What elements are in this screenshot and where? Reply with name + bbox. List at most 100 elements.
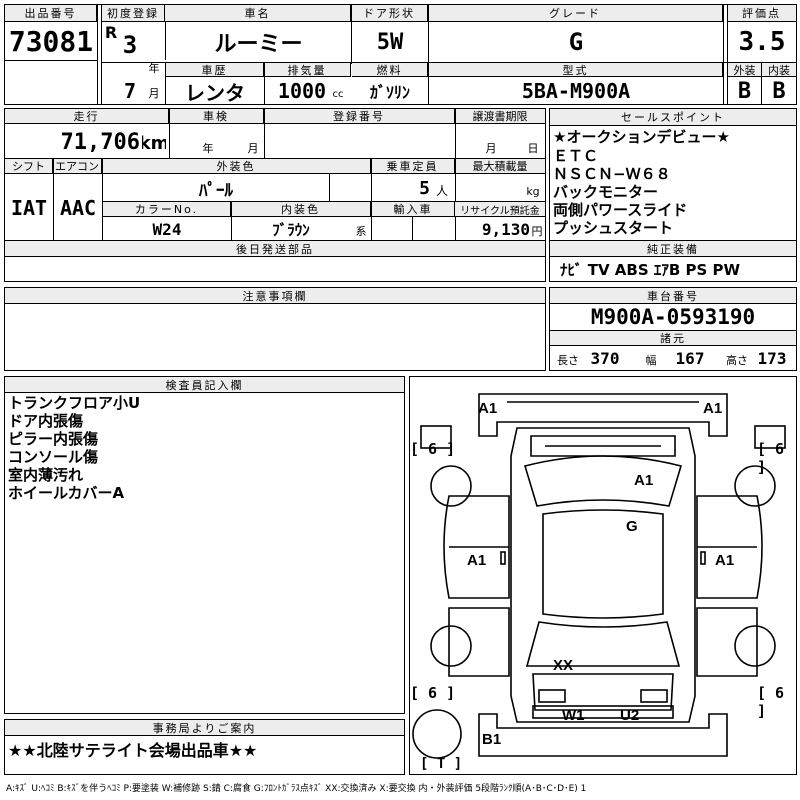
damage-front-right: A1 [703,400,723,417]
door-type: 5W [376,29,404,55]
damage-rear-left: W1 [562,707,585,724]
tire-front-left: [ 6 ] [410,440,456,458]
damage-rear-bumper: B1 [482,731,502,748]
intcolor-label: 内装色 [231,202,371,217]
ext-grade: B [737,78,752,104]
recycle-fee: 9,130 [481,219,530,239]
load-unit: kg [526,184,540,198]
exterior-color: ﾊﾟｰﾙ [199,180,233,201]
fuel-label: 燃料 [352,63,428,77]
height: 173 [757,348,787,368]
sales-label: セールスポイント [550,109,796,126]
capacity-unit: 人 [435,183,448,198]
damage-rear-right: U2 [620,707,640,724]
damage-front-left: A1 [478,400,498,417]
color-label: 外装色 [102,159,371,174]
car-name: ルーミー [214,32,303,57]
tire-rear-left: [ 6 ] [410,684,456,702]
transfer-month: 月 [485,142,497,155]
damage-side-left: A1 [467,552,487,569]
header-grid [4,4,797,105]
insp-year-unit: 年 [202,142,214,155]
inspector-line: コンソール傷 [8,448,99,466]
legend: A:ｷｽﾞ U:ﾍｺﾐ B:ｷｽﾞを伴うﾍｺﾐ P:要塗装 W:補修跡 S:錆 … [6,784,587,794]
damage-tailgate: XX [553,657,574,674]
sales-line: 両側パワースライド [553,201,688,219]
inspector-box [4,376,405,714]
office-notice: ★★北陸サテライト会場出品車★★ [8,741,258,760]
disp-unit: cc [332,88,344,100]
mileage: 71,706 [60,129,140,155]
shift-label: シフト [5,159,53,174]
first-reg-label: 初度登録 [102,5,165,22]
intcolor-unit: 系 [355,225,367,238]
capacity: 5 [419,177,430,199]
name-label: 車名 [165,5,351,22]
model-label: 型式 [429,63,723,77]
tire-front-right: [ 6 ] [757,440,785,476]
office-label: 事務局よりご案内 [5,720,404,736]
air-conditioner: AAC [59,196,97,220]
reg-month-unit: 月 [148,87,160,100]
ext-label: 外装 [728,63,762,77]
sales-line: バックモニター [553,183,659,201]
history: レンタ [185,80,245,105]
grade-label: グレード [428,5,723,22]
office-box [4,719,405,775]
import-label: 輸入車 [372,202,455,217]
disp-label: 排気量 [264,63,351,77]
score: 3.5 [738,27,786,57]
recycle-label: リサイクル預託金 [455,202,545,217]
history-label: 車歴 [166,63,264,77]
inspector-line: ホイールカバーA [8,484,125,502]
fuel: ｶﾞｿﾘﾝ [369,83,410,102]
mileage-unit: km [142,132,166,154]
inspector-line: 室内薄汚れ [8,466,84,484]
width-label: 幅 [645,354,657,367]
transfer-label: 譲渡書期限 [455,109,545,124]
equipment: ﾅﾋﾞ TV ABS ｴｱB PS PW [560,261,741,279]
sales-line: ＥＴＣ [553,147,599,165]
transfer-day: 日 [527,142,539,155]
shift: IAT [10,196,48,220]
capacity-label: 乗車定員 [371,159,455,174]
score-label: 評価点 [727,5,796,22]
damage-roof: G [626,518,638,535]
height-label: 高さ [726,354,748,367]
reg-year: 3 [122,31,138,59]
chassis-label: 車台番号 [550,288,796,304]
notes-label: 注意事項欄 [5,288,545,304]
damage-side-right: A1 [715,552,735,569]
inspector-line: ピラー内張傷 [8,430,99,448]
tire-rear-right: [ 6 ] [757,684,785,720]
damage-hood: A1 [634,472,654,489]
era: R [104,24,118,40]
sales-points [549,108,797,282]
load-label: 最大積載量 [455,159,545,174]
notes-box [4,287,546,371]
inspector-line: ドア内張傷 [8,412,84,430]
length: 370 [590,348,620,368]
insp-month-unit: 月 [247,142,259,155]
dims-label: 諸元 [550,331,796,346]
later-parts-label: 後日発送部品 [5,241,545,257]
model: 5BA-M900A [521,79,631,103]
sales-line: ★オークションデビュー★ [553,128,730,146]
sales-line: プッシュスタート [553,219,674,237]
damage-diagram [409,376,797,775]
color-number: W24 [152,219,182,239]
lot-label: 出品番号 [5,5,97,22]
chassis-number: M900A-0593190 [590,305,756,329]
int-label: 内装 [762,63,796,77]
grade: G [568,28,584,56]
reg-year-unit: 年 [148,62,160,75]
int-grade: B [772,78,786,104]
inspector-label: 検査員記入欄 [5,377,404,393]
ac-label: エアコン [53,159,102,174]
lot-number: 73081 [8,24,94,58]
sales-line: ＮＳＣＮ−Ｗ６８ [553,165,671,183]
inspector-line: トランクフロア小U [8,394,141,412]
regno-label: 登録番号 [264,109,455,124]
equipment-label: 純正装備 [550,241,796,257]
reg-month: 7 [123,79,137,103]
